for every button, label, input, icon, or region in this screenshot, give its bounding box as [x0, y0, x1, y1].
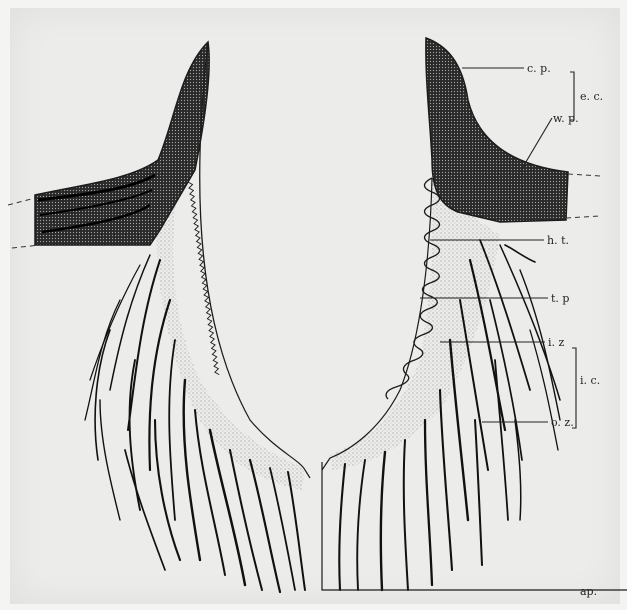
- label-oz: o. z.: [551, 416, 574, 429]
- label-ap: ap.: [580, 585, 597, 598]
- label-wp: w. p.: [553, 112, 579, 125]
- left-fibres: [85, 255, 305, 592]
- left-horn: [35, 42, 209, 245]
- label-iz: i. z: [548, 336, 565, 349]
- label-ec: e. c.: [580, 90, 603, 103]
- central-line: [322, 462, 627, 590]
- left-inner-tissue: [157, 190, 305, 490]
- label-cp: c. p.: [527, 62, 551, 75]
- label-ic: i. c.: [580, 374, 600, 387]
- left-serration: [188, 182, 219, 376]
- right-dashed-edge: [568, 174, 600, 176]
- right-dashed-edge: [566, 216, 600, 218]
- label-ht: h. t.: [547, 234, 569, 247]
- label-tp: t. p: [551, 292, 569, 305]
- left-dashed-edge: [8, 198, 35, 205]
